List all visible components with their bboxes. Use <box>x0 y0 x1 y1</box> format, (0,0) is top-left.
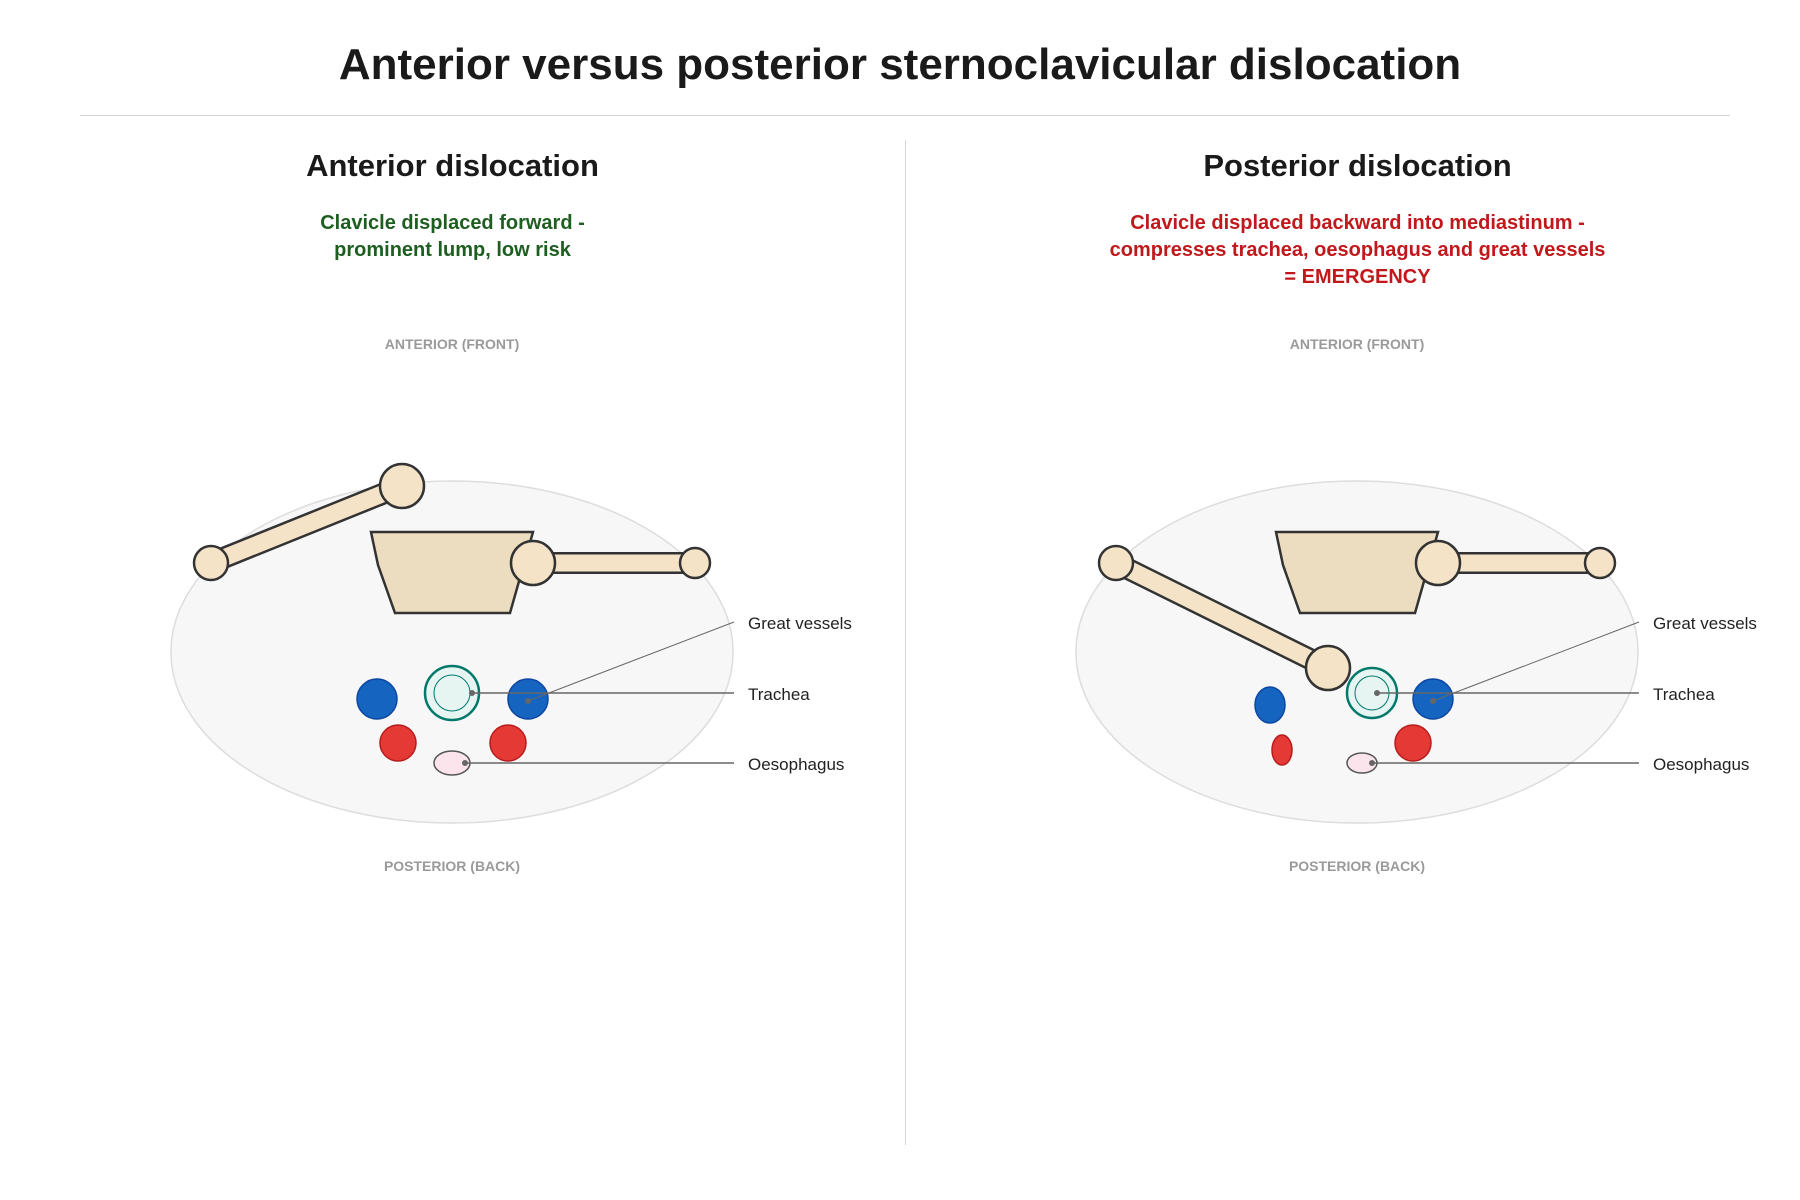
vessels-leader-line <box>527 621 735 702</box>
subtitle-line: Clavicle displaced forward - <box>320 212 585 234</box>
subtitle-line: compresses trachea, oesophagus and great… <box>1109 239 1606 261</box>
clavicle-displaced <box>192 462 426 582</box>
oesophagus-leader-dot <box>462 760 468 766</box>
panel-title-posterior: Posterior dislocation <box>1203 148 1512 183</box>
callout-trachea: Trachea <box>1653 685 1715 704</box>
panel-anterior: Anterior dislocation Clavicle displaced … <box>170 148 852 874</box>
trachea-leader-dot <box>469 690 475 696</box>
panel-subtitle-posterior: Clavicle displaced backward into mediast… <box>905 210 1800 291</box>
trachea-leader-dot <box>1374 690 1380 696</box>
vein-left-compressed <box>1254 686 1286 724</box>
panel-title-anterior: Anterior dislocation <box>306 148 599 183</box>
anterior-front-label: ANTERIOR (FRONT) <box>1290 336 1425 352</box>
title-divider <box>80 115 1730 116</box>
sternum <box>369 530 535 615</box>
vein-left <box>356 678 398 720</box>
callout-oesophagus: Oesophagus <box>1653 755 1749 774</box>
panel-posterior: Posterior dislocation Clavicle displaced… <box>905 0 1800 1200</box>
vessels-leader-line <box>1432 621 1640 702</box>
clavicle-displaced <box>1097 544 1352 692</box>
anterior-front-label: ANTERIOR (FRONT) <box>385 336 520 352</box>
callout-great-vessels: Great vessels <box>748 614 852 633</box>
posterior-back-label: POSTERIOR (BACK) <box>384 858 520 874</box>
callout-oesophagus: Oesophagus <box>748 755 844 774</box>
artery-right <box>489 724 527 762</box>
page-title: Anterior versus posterior sternoclavicul… <box>338 40 1462 89</box>
oesophagus-leader-dot <box>1369 760 1375 766</box>
clavicle-normal <box>1414 539 1617 587</box>
anterior-cross-section-diagram: ANTERIOR (FRONT) <box>170 336 852 874</box>
subtitle-line: = EMERGENCY <box>1284 266 1431 288</box>
posterior-back-label: POSTERIOR (BACK) <box>1289 858 1425 874</box>
subtitle-line: Clavicle displaced backward into mediast… <box>1130 212 1585 234</box>
subtitle-line: prominent lump, low risk <box>334 239 571 261</box>
vessels-leader-dot <box>525 698 531 704</box>
callout-great-vessels: Great vessels <box>1653 614 1757 633</box>
vessels-leader-dot <box>1430 698 1436 704</box>
artery-right <box>1394 724 1432 762</box>
panel-divider <box>905 140 906 1145</box>
artery-left <box>379 724 417 762</box>
sternum <box>1274 530 1440 615</box>
clavicle-normal <box>509 539 712 587</box>
callout-trachea: Trachea <box>748 685 810 704</box>
posterior-cross-section-diagram: ANTERIOR (FRONT) <box>1075 336 1757 874</box>
panel-subtitle-anterior: Clavicle displaced forward - prominent l… <box>0 210 905 264</box>
artery-left-compressed <box>1271 734 1293 766</box>
